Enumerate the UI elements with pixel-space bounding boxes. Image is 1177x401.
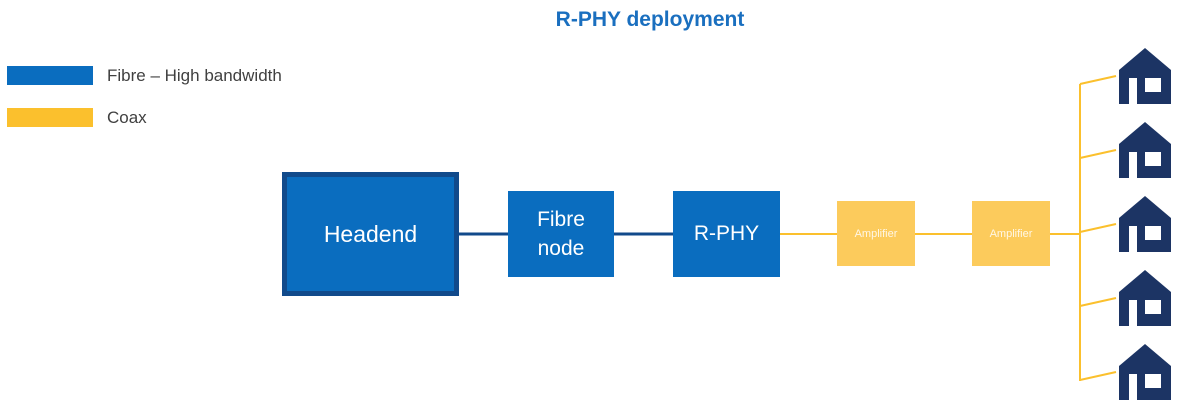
- coax-home-branch: [1079, 297, 1117, 307]
- coax-home-branch: [1079, 149, 1117, 159]
- coax-home-branch: [1079, 371, 1117, 381]
- legend-swatch-fibre: [7, 66, 93, 85]
- house-icon: [1119, 122, 1171, 178]
- legend-swatch-coax: [7, 108, 93, 127]
- legend-label-fibre: Fibre – High bandwidth: [107, 66, 282, 85]
- house-icon: [1119, 48, 1171, 104]
- house-icon: [1119, 344, 1171, 400]
- fibre-node-box: Fibre node: [508, 191, 614, 277]
- house-icon: [1119, 270, 1171, 326]
- house-icon: [1119, 196, 1171, 252]
- diagram-title: R-PHY deployment: [555, 8, 745, 31]
- coax-home-branch: [1079, 223, 1117, 233]
- legend-label-coax: Coax: [107, 108, 147, 127]
- coax-home-branch: [1079, 75, 1117, 85]
- homes-group: [1119, 48, 1171, 400]
- headend-box: Headend: [282, 172, 459, 296]
- coax-home-branches: [1079, 75, 1117, 381]
- amplifier-box-1: Amplifier: [837, 201, 915, 266]
- amplifier-box-2: Amplifier: [972, 201, 1050, 266]
- rphy-box: R-PHY: [673, 191, 780, 277]
